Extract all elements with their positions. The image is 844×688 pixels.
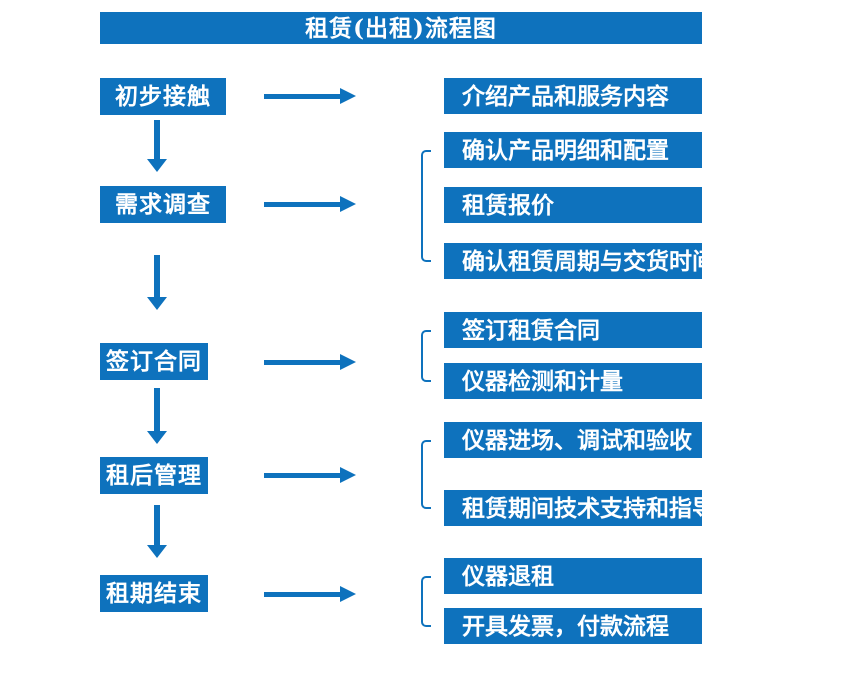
detail-box-invoice-payment: 开具发票，付款流程 — [444, 608, 702, 644]
right-arrow-shaft — [264, 202, 341, 207]
group-bracket-icon — [421, 150, 431, 262]
down-arrow-shaft — [154, 388, 160, 431]
step-box-demand-survey: 需求调查 — [100, 186, 226, 223]
down-arrow-shaft — [154, 255, 160, 297]
right-arrow-head — [340, 586, 356, 602]
detail-box-confirm-rental-period: 确认租赁周期与交货时间 — [444, 243, 702, 279]
down-arrow-head — [147, 297, 167, 310]
detail-box-instrument-inspection: 仪器检测和计量 — [444, 363, 702, 399]
detail-box-introduce-products: 介绍产品和服务内容 — [444, 78, 702, 114]
right-arrow-head — [340, 196, 356, 212]
detail-box-confirm-product-details: 确认产品明细和配置 — [444, 132, 702, 168]
right-arrow-head — [340, 467, 356, 483]
detail-box-technical-support: 租赁期间技术支持和指导 — [444, 490, 702, 526]
right-arrow-shaft — [264, 592, 341, 597]
right-arrow-shaft — [264, 94, 341, 99]
down-arrow-head — [147, 159, 167, 172]
right-arrow-head — [340, 88, 356, 104]
step-box-post-rental-management: 租后管理 — [100, 457, 208, 494]
group-bracket-icon — [421, 576, 431, 627]
detail-box-sign-rental-contract: 签订租赁合同 — [444, 312, 702, 348]
detail-box-instrument-return: 仪器退租 — [444, 558, 702, 594]
detail-box-instrument-setup: 仪器进场、调试和验收 — [444, 422, 702, 458]
right-arrow-shaft — [264, 473, 341, 478]
down-arrow-head — [147, 431, 167, 444]
step-box-initial-contact: 初步接触 — [100, 78, 226, 115]
down-arrow-shaft — [154, 120, 160, 159]
right-arrow-head — [340, 354, 356, 370]
step-box-sign-contract: 签订合同 — [100, 343, 208, 380]
detail-box-rental-quote: 租赁报价 — [444, 187, 702, 223]
down-arrow-shaft — [154, 505, 160, 545]
right-arrow-shaft — [264, 360, 341, 365]
group-bracket-icon — [421, 330, 431, 382]
down-arrow-head — [147, 545, 167, 558]
group-bracket-icon — [421, 440, 431, 509]
flowchart-title: 租赁(出租)流程图 — [100, 12, 702, 44]
step-box-rental-end: 租期结束 — [100, 575, 208, 612]
